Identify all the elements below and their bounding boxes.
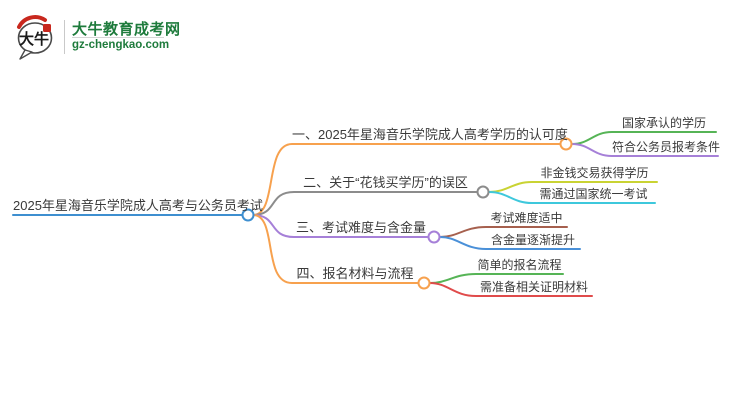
child-node-1-1[interactable]: 国家承认的学历 [621, 116, 706, 130]
child-node-1-2[interactable]: 符合公务员报考条件 [612, 140, 721, 154]
branch-2-junction[interactable] [476, 185, 490, 199]
child-node-4-1[interactable]: 简单的报名流程 [477, 258, 562, 272]
logo-divider [64, 20, 65, 54]
child-node-4-2[interactable]: 需准备相关证明材料 [479, 280, 588, 294]
edge-branch-2 [252, 191, 478, 216]
child-node-3-2[interactable]: 含金量逐渐提升 [490, 233, 575, 247]
logo-icon-text: 大牛 [19, 30, 49, 48]
branch-node-2[interactable]: 二、关于“花钱买学历”的误区 [303, 175, 468, 190]
edge-branch-4 [252, 214, 419, 284]
edge-child-3-2 [439, 236, 581, 250]
logo-domain: gz-chengkao.com [72, 39, 170, 51]
root-node[interactable]: 2025年星海音乐学院成人高考与公务员考试 [13, 198, 263, 213]
child-node-2-1[interactable]: 非金钱交易获得学历 [540, 166, 649, 180]
branch-3-junction[interactable] [427, 230, 441, 244]
root-junction[interactable] [241, 208, 255, 222]
child-node-2-2[interactable]: 需通过国家统一考试 [539, 187, 648, 201]
edge-branch-1 [252, 143, 561, 216]
logo-rule [72, 37, 164, 38]
branch-1-junction[interactable] [559, 137, 573, 151]
edge-branch-3 [252, 214, 429, 238]
logo-bubble-icon: 大牛 [17, 15, 53, 60]
branch-node-4[interactable]: 四、报名材料与流程 [296, 266, 414, 281]
child-node-3-1[interactable]: 考试难度适中 [490, 211, 563, 225]
logo-title: 大牛教育成考网 [72, 21, 181, 38]
edge-child-1-2 [571, 143, 719, 157]
site-logo: 大牛 大牛教育成考网 gz-chengkao.com [12, 12, 232, 62]
edge-child-4-2 [429, 282, 593, 297]
branch-4-junction[interactable] [417, 276, 431, 290]
edge-child-2-2 [488, 191, 656, 204]
branch-node-1[interactable]: 一、2025年星海音乐学院成人高考学历的认可度 [292, 127, 568, 142]
branch-node-3[interactable]: 三、考试难度与含金量 [295, 220, 426, 235]
